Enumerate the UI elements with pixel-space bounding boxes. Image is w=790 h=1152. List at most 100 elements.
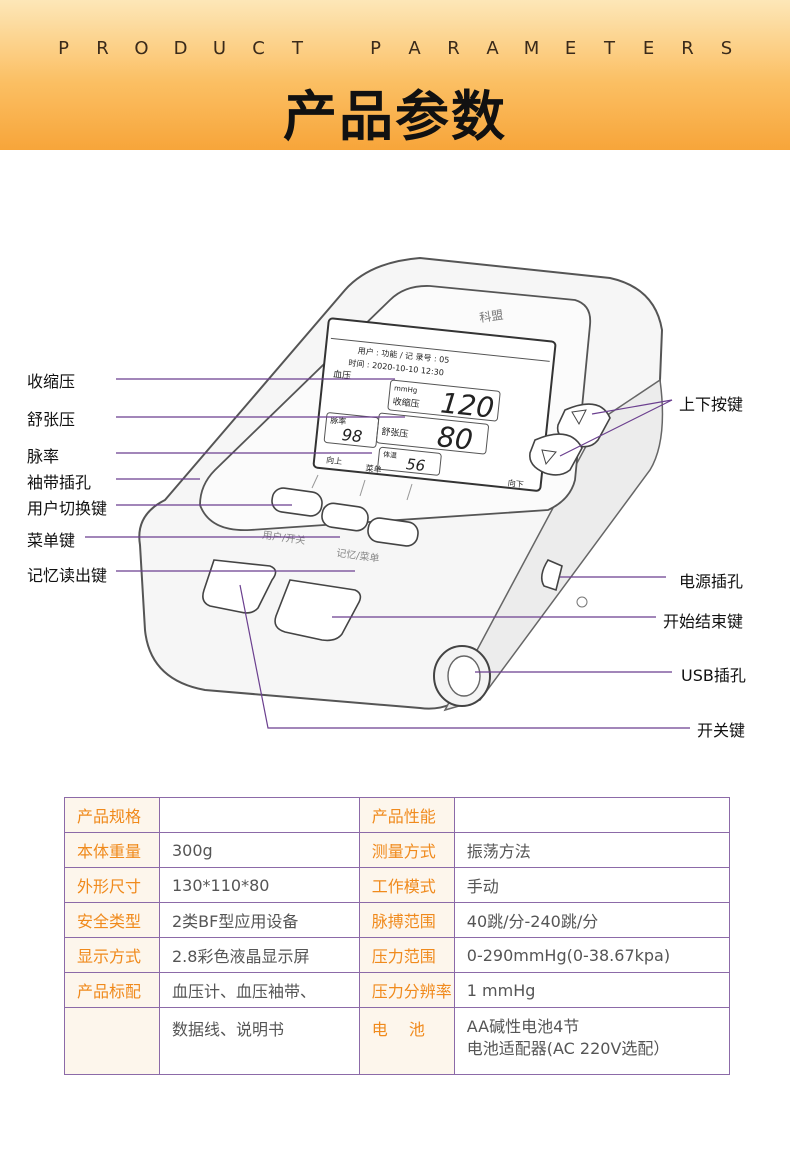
subtitle-letter: O [134,38,149,59]
screen-soft-right: 向下 [507,478,524,490]
page-title: 产品参数 [283,85,507,148]
table-value: 300g [159,832,360,868]
table-key: 产品性能 [358,797,455,833]
label-start-stop-key: 开始结束键 [663,612,744,631]
up-arrow-icon [571,409,587,426]
table-key: 工作模式 [358,867,455,903]
subtitle-letter: C [252,38,265,59]
table-key: 测量方式 [358,832,455,868]
table-value: 数据线、说明书 [159,1007,360,1075]
table-value: 130*110*80 [159,867,360,903]
table-key: 电 池 [358,1007,455,1075]
subtitle-letter: A [408,38,421,59]
usb-symbol-icon [576,596,588,608]
table-key: 产品规格 [64,797,160,833]
screen-soft-left: 向上 [326,455,343,467]
subtitle-letter: A [486,38,499,59]
subtitle-letter: R [447,38,460,59]
battery-line-1: AA碱性电池4节 [466,1017,580,1036]
label-usb-port: USB插孔 [681,666,746,685]
table-value: 2.8彩色液晶显示屏 [159,937,360,973]
screen-sys-unit: mmHg [394,384,418,394]
battery-line-2: 电池适配器(AC 220V选配） [466,1039,670,1058]
screen-extra-label: 体温 [383,450,398,460]
subtitle-letter: E [564,38,577,59]
screen-sys-value: 120 [439,386,496,424]
user-switch-button[interactable] [271,487,324,518]
screen-soft-mid: 菜单 [365,463,382,475]
table-key: 外形尺寸 [64,867,160,903]
subtitle-letter: S [720,38,733,59]
label-diastolic: 舒张压 [27,410,76,429]
table-value: 1 mmHg [453,972,731,1008]
leader-lines [85,378,690,729]
down-key[interactable] [528,433,583,476]
memory-button[interactable] [367,517,420,548]
table-value: 40跳/分-240跳/分 [453,902,731,938]
table-row: 数据线、说明书 电 池 AA碱性电池4节 电池适配器(AC 220V选配） [64,1007,731,1075]
label-memory-key: 记忆读出键 [27,566,108,585]
start-stop-button[interactable] [274,579,362,642]
header-banner: P R O D U C T P A R A M E T E R S 产品参数 [0,0,790,150]
screen-sys-label: 收缩压 [392,395,420,410]
blood-pressure-monitor-illustration: 科盟 用户 : 功能 / 记 录号 : 05 时间 : 2020-10-10 1… [85,256,690,729]
table-key: 产品标配 [64,972,160,1008]
table-key: 显示方式 [64,937,160,973]
table-value [453,797,731,833]
subtitle-letter: T [292,38,303,59]
label-cuff-jack: 袖带插孔 [27,473,92,492]
label-power-switch: 开关键 [697,721,746,740]
power-jack [540,558,563,592]
table-value [159,797,360,833]
label-user-switch: 用户切换键 [27,499,108,518]
table-value: 振荡方法 [453,832,731,868]
menu-button[interactable] [321,502,370,532]
label-up-down-keys: 上下按键 [679,395,744,414]
screen-pulse-label: 脉率 [330,415,347,427]
subtitle-letter [317,38,356,59]
table-value: 0-290mmHg(0-38.67kpa) [453,937,731,973]
table-value: AA碱性电池4节 电池适配器(AC 220V选配） [453,1007,731,1075]
subtitle-letter: D [173,38,188,59]
device-diagram: 科盟 用户 : 功能 / 记 录号 : 05 时间 : 2020-10-10 1… [0,150,790,790]
screen-dia-label: 舒张压 [381,425,409,440]
device-side [443,378,664,712]
usb-port [447,655,481,697]
table-key: 安全类型 [64,902,160,938]
table-key: 本体重量 [64,832,160,868]
table-key: 脉搏范围 [358,902,455,938]
table-value: 2类BF型应用设备 [159,902,360,938]
subtitle-letter: T [604,38,615,59]
table-key [64,1007,160,1075]
screen-mode: 血压 [333,368,352,382]
table-value: 血压计、血压袖带、 [159,972,360,1008]
subtitle-letter: P [370,38,381,59]
subtitle-letter: U [212,38,227,59]
screen-pulse-value: 98 [341,425,363,446]
screen-extra-value: 56 [405,455,426,475]
brand-logo: 科盟 [478,308,504,325]
label-power-jack: 电源插孔 [679,572,744,591]
table-key: 压力分辨率 [358,972,455,1008]
table-key: 压力范围 [358,937,455,973]
table-value: 手动 [453,867,731,903]
subtitle-letter: E [642,38,655,59]
table-row: 产品规格 产品性能 [64,797,731,833]
down-arrow-icon [541,449,557,466]
subtitle-letter: M [523,38,540,59]
subtitle-letter: R [96,38,109,59]
subtitle-letter: P [58,38,69,59]
lcd-screen: 用户 : 功能 / 记 录号 : 05 时间 : 2020-10-10 12:3… [312,317,557,492]
label-menu-key: 菜单键 [27,531,76,550]
label-pulse: 脉率 [27,447,60,466]
screen-dia-value: 80 [435,420,474,457]
subtitle-letter: R [681,38,694,59]
label-systolic: 收缩压 [27,372,76,391]
